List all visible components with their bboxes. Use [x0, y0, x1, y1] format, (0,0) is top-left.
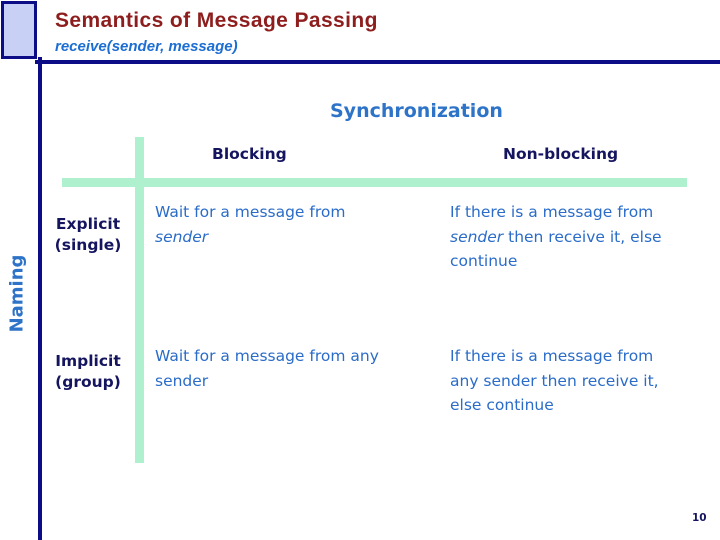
page-number: 10	[692, 512, 707, 524]
cell-text-line: sender	[155, 225, 345, 250]
cell-italic-term: sender	[450, 227, 504, 246]
slide-subtitle: receive(sender, message)	[55, 38, 238, 55]
cell-text-line: Wait for a message from	[155, 203, 346, 221]
header-divider-rule	[35, 60, 720, 64]
column-axis-title: Synchronization	[330, 100, 503, 122]
row-header-explicit-single: Explicit (single)	[44, 214, 132, 256]
column-header-blocking: Blocking	[212, 145, 287, 163]
row-header-line: (single)	[54, 236, 122, 254]
row-axis-title: Naming	[6, 254, 28, 333]
row-header-line: Explicit	[55, 215, 121, 233]
cell-italic-term: sender	[155, 227, 209, 246]
column-header-non-blocking: Non-blocking	[503, 145, 619, 163]
left-vertical-rule	[38, 57, 42, 540]
cell-implicit-non-blocking: If there is a message from any sender th…	[450, 344, 659, 418]
cell-explicit-blocking: Wait for a message from sender	[155, 200, 345, 249]
corner-square-decoration	[1, 1, 37, 59]
row-header-line: (group)	[55, 373, 121, 391]
row-header-implicit-group: Implicit (group)	[44, 351, 132, 393]
matrix-horizontal-grid-line	[62, 178, 687, 187]
cell-text-line: else continue	[450, 396, 554, 414]
slide-title: Semantics of Message Passing	[55, 9, 378, 32]
cell-text-line: sender then receive it, else	[450, 225, 662, 250]
cell-text-line: sender	[155, 371, 209, 390]
cell-text-line: If there is a message from	[450, 347, 654, 365]
cell-implicit-blocking: Wait for a message from any sender	[155, 344, 379, 393]
row-header-line: Implicit	[55, 352, 121, 370]
cell-text-line: any sender then receive it,	[450, 371, 659, 390]
matrix-vertical-grid-line	[135, 137, 144, 463]
cell-text-line: continue	[450, 252, 518, 270]
cell-text-line: If there is a message from	[450, 203, 654, 221]
cell-text-segment: then receive it, else	[503, 227, 662, 246]
cell-text-line: Wait for a message from any	[155, 347, 379, 365]
cell-explicit-non-blocking: If there is a message from sender then r…	[450, 200, 662, 274]
